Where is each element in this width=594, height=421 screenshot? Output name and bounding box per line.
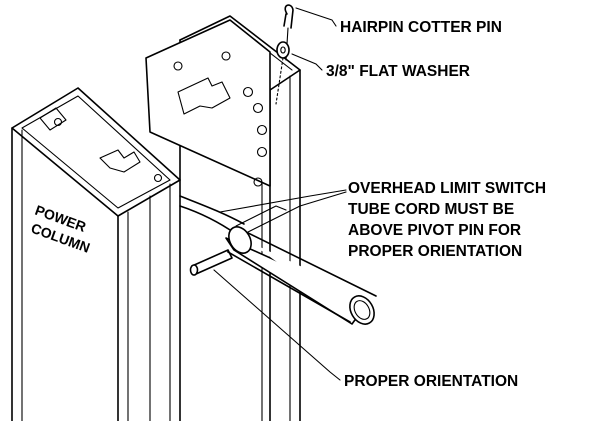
power-column-label: POWER COLUMN — [29, 202, 92, 256]
pivot-pin — [189, 249, 233, 276]
proper-orientation-label: PROPER ORIENTATION — [344, 373, 518, 390]
mounting-plate — [145, 19, 271, 187]
limit-switch-line-2: TUBE CORD MUST BE — [348, 201, 514, 218]
power-column — [11, 87, 181, 421]
cotter-pin-label: HAIRPIN COTTER PIN — [340, 19, 502, 36]
limit-switch-note: OVERHEAD LIMIT SWITCH TUBE CORD MUST BE … — [348, 180, 546, 260]
leader-lines — [213, 7, 347, 381]
washer-label: 3/8" FLAT WASHER — [326, 63, 470, 80]
flat-washer — [275, 41, 290, 105]
extension-tube — [225, 226, 377, 325]
limit-switch-line-4: PROPER ORIENTATION — [348, 243, 522, 260]
limit-switch-line-3: ABOVE PIVOT PIN FOR — [348, 222, 521, 239]
limit-switch-line-1: OVERHEAD LIMIT SWITCH — [348, 180, 546, 197]
